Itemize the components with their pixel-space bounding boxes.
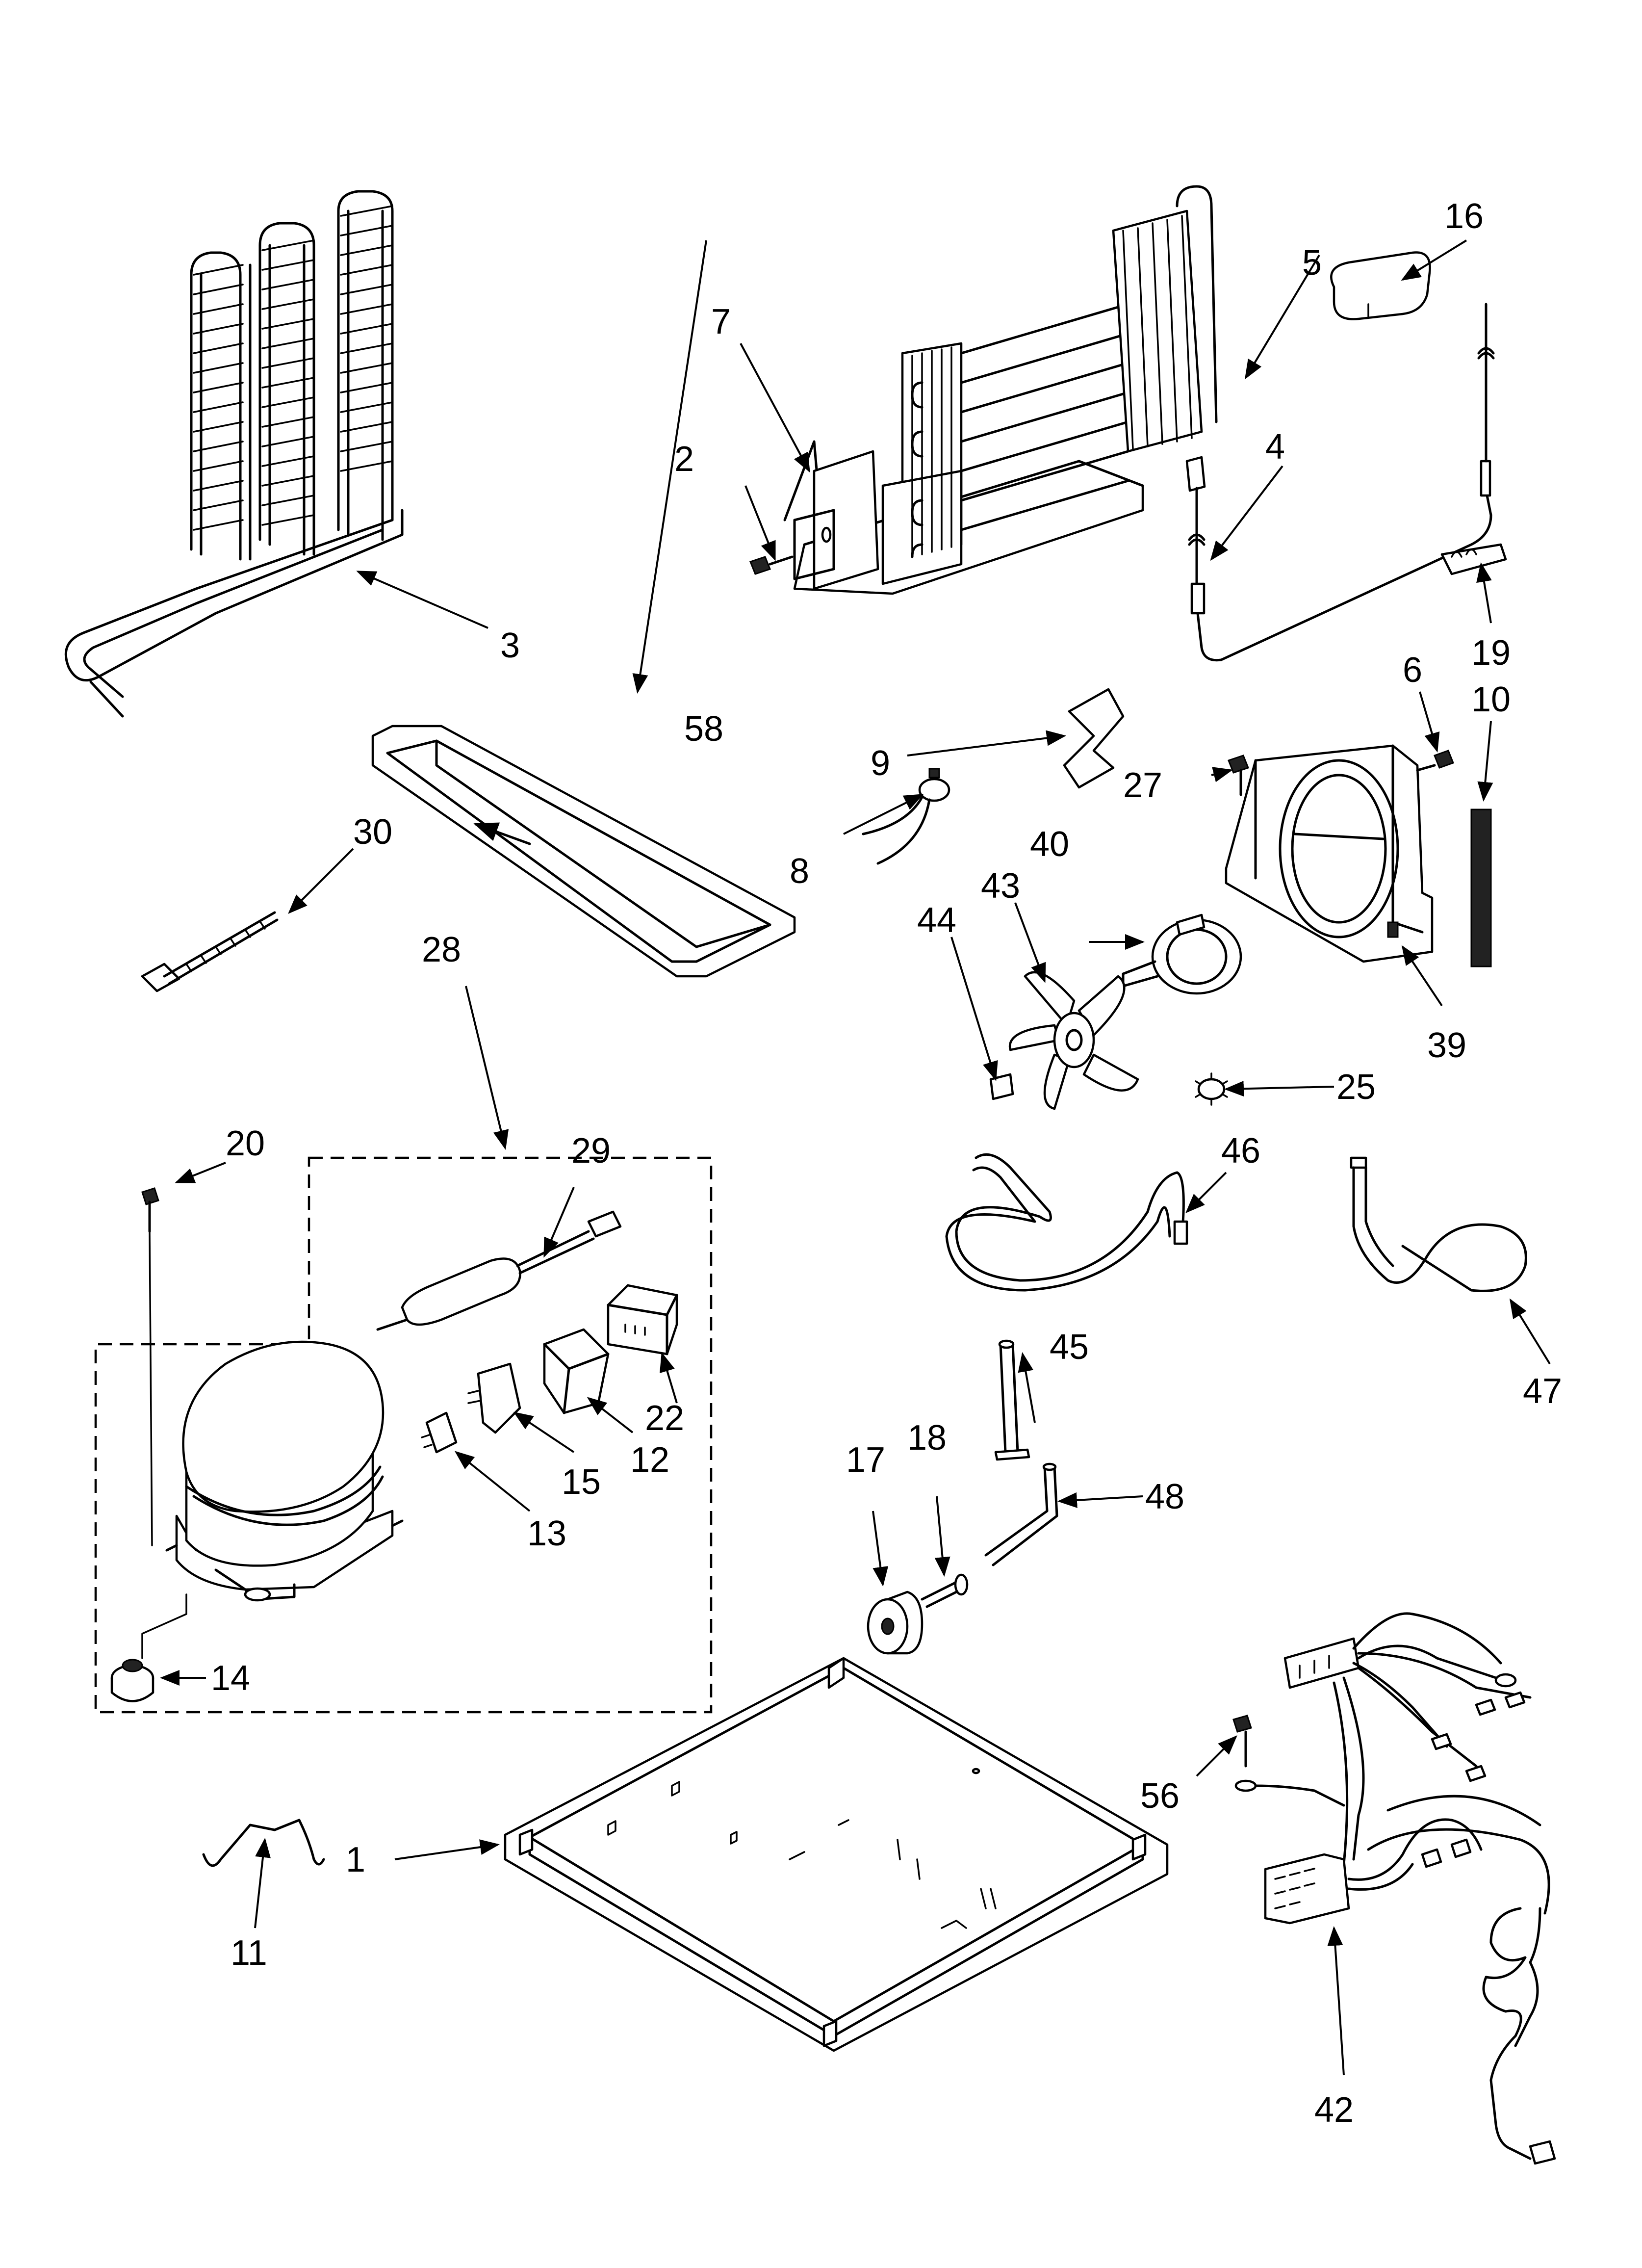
cap xyxy=(1330,251,1431,320)
clip xyxy=(1440,543,1507,575)
label-part-39: 39 xyxy=(1427,1026,1466,1065)
tubing-47 xyxy=(1350,1156,1527,1292)
label-part-4: 4 xyxy=(1265,427,1285,467)
label-part-17: 17 xyxy=(846,1440,885,1480)
label-part-2: 2 xyxy=(674,440,694,479)
screw-20 xyxy=(141,1187,159,1546)
label-part-14: 14 xyxy=(211,1659,250,1698)
label-part-7: 7 xyxy=(711,302,731,341)
label-part-22: 22 xyxy=(645,1399,684,1438)
label-part-12: 12 xyxy=(630,1440,669,1480)
label-part-10: 10 xyxy=(1471,680,1511,719)
label-part-28: 28 xyxy=(422,930,461,969)
label-part-20: 20 xyxy=(226,1124,265,1163)
label-part-16: 16 xyxy=(1444,197,1484,236)
tube-45 xyxy=(994,1339,1030,1461)
drier xyxy=(376,1210,622,1331)
label-part-3: 3 xyxy=(500,626,520,665)
label-part-13: 13 xyxy=(527,1514,566,1553)
compressor xyxy=(165,1340,404,1602)
label-part-48: 48 xyxy=(1145,1477,1184,1516)
fan-bracket xyxy=(1063,688,1125,789)
screw-56 xyxy=(1232,1715,1257,1792)
label-part-18: 18 xyxy=(907,1418,947,1458)
label-part-45: 45 xyxy=(1050,1328,1089,1367)
gasket-strip xyxy=(1470,808,1492,967)
label-part-40: 40 xyxy=(1030,825,1069,864)
label-part-15: 15 xyxy=(562,1462,601,1502)
label-part-30: 30 xyxy=(353,812,392,852)
label-part-43: 43 xyxy=(981,866,1020,906)
drain-tray xyxy=(371,725,796,978)
fan-clip xyxy=(989,1073,1014,1100)
base-frame xyxy=(504,1657,1169,2052)
fan-shroud xyxy=(1225,744,1434,963)
relay-cover xyxy=(607,1284,678,1356)
label-part-46: 46 xyxy=(1221,1131,1260,1171)
nut xyxy=(1195,1072,1228,1106)
compressor-assembly xyxy=(94,1156,713,1714)
label-part-58: 58 xyxy=(684,709,723,749)
fan-blade xyxy=(1008,971,1139,1110)
label-part-56: 56 xyxy=(1140,1776,1180,1816)
relay xyxy=(543,1328,610,1414)
label-part-42: 42 xyxy=(1314,2090,1354,2130)
screw-6 xyxy=(1416,750,1454,772)
grommet xyxy=(110,1593,187,1702)
label-part-44: 44 xyxy=(917,901,956,940)
label-part-1: 1 xyxy=(346,1840,365,1879)
label-part-19: 19 xyxy=(1471,633,1511,673)
tube-48 xyxy=(984,1462,1058,1566)
label-part-9: 9 xyxy=(871,744,890,783)
defrost-thermostat xyxy=(1185,303,1495,662)
bracket xyxy=(793,509,835,580)
label-part-47: 47 xyxy=(1523,1372,1562,1411)
label-part-8: 8 xyxy=(790,852,809,891)
label-part-25: 25 xyxy=(1336,1068,1376,1107)
label-part-29: 29 xyxy=(571,1131,611,1171)
screw-27 xyxy=(1228,755,1249,796)
evaporator xyxy=(783,185,1218,595)
terminal xyxy=(421,1411,458,1454)
cable-tie xyxy=(141,911,279,992)
leader-lines xyxy=(160,239,1551,2076)
axle xyxy=(921,1573,969,1608)
fan-motor xyxy=(1122,913,1242,995)
condenser-coil xyxy=(64,190,404,718)
label-part-27: 27 xyxy=(1123,766,1162,805)
roller xyxy=(867,1590,924,1655)
label-part-11: 11 xyxy=(231,1933,267,1973)
screw xyxy=(749,555,794,575)
part-labels: 1 2 3 4 5 6 7 8 9 10 11 12 13 14 15 16 1… xyxy=(211,197,1562,2130)
overload xyxy=(467,1362,521,1434)
label-part-6: 6 xyxy=(1403,651,1422,690)
label-part-5: 5 xyxy=(1302,243,1322,283)
clip-wire xyxy=(202,1819,325,1867)
tubing-46 xyxy=(945,1153,1188,1292)
wiring-harness xyxy=(1254,1612,1556,2165)
